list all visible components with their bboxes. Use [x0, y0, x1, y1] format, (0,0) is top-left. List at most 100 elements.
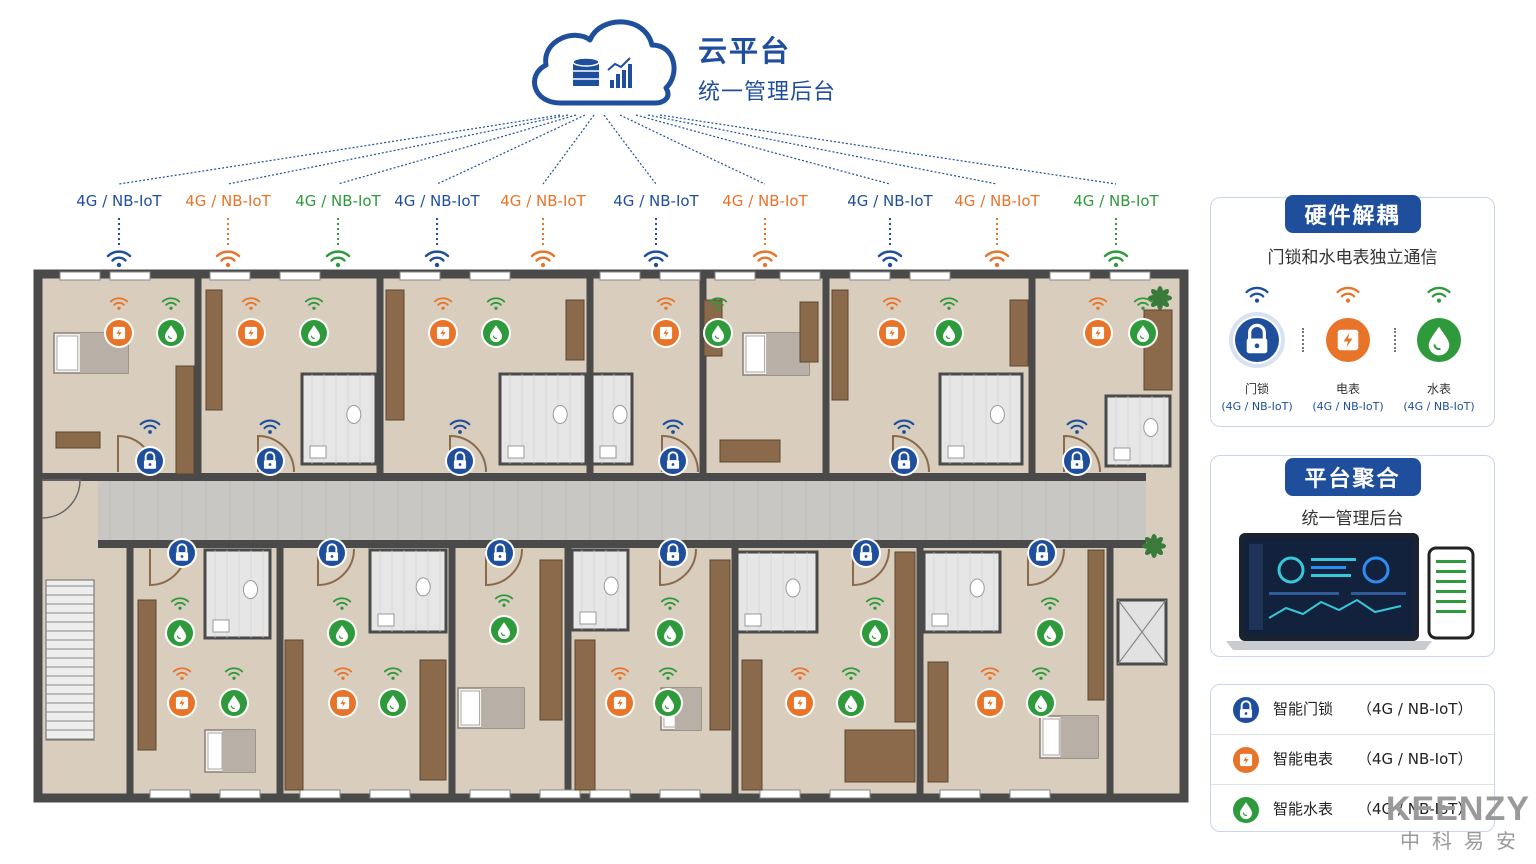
furniture	[175, 365, 195, 475]
wifi-signal-icon	[1066, 419, 1088, 434]
cloud-icon	[532, 19, 677, 106]
power-meter-icon	[167, 688, 197, 718]
window	[209, 271, 251, 281]
door	[892, 434, 930, 473]
bathroom	[570, 548, 630, 632]
window	[399, 271, 441, 281]
door	[1063, 434, 1101, 473]
device-protocol: (4G / NB-IoT)	[1312, 400, 1384, 413]
protocol-label: 4G / NB-IoT	[847, 192, 933, 210]
door	[485, 548, 523, 587]
lock-icon	[485, 538, 515, 568]
window	[109, 271, 151, 281]
wifi-signal-icon	[882, 297, 902, 310]
power-meter-icon	[1231, 745, 1261, 775]
power-meter-icon	[975, 688, 1005, 718]
window	[469, 789, 511, 799]
entrance-door	[41, 479, 81, 519]
door	[317, 548, 355, 587]
wifi-signal-icon	[662, 419, 684, 434]
device-label: 水表	[1426, 382, 1451, 396]
lock-icon	[255, 446, 285, 476]
wifi-signal-icon	[433, 297, 453, 310]
wifi-signal-icon	[610, 667, 630, 680]
furniture	[205, 289, 223, 411]
protocol-label: 4G / NB-IoT	[722, 192, 808, 210]
wifi-signal-icon	[660, 597, 680, 610]
power-meter-icon	[236, 318, 266, 348]
furniture	[55, 431, 101, 449]
wifi-signal-icon	[1427, 286, 1451, 303]
water-drop-icon	[703, 318, 733, 348]
legend-panel: 智能门锁（4G / NB-IoT）智能电表（4G / NB-IoT）智能水表（4…	[1210, 684, 1495, 832]
power-meter-icon	[605, 688, 635, 718]
window	[599, 271, 641, 281]
water-drop-icon	[156, 318, 186, 348]
door	[1027, 548, 1065, 587]
power-meter-icon	[785, 688, 815, 718]
bed	[1039, 715, 1099, 759]
wifi-signal-icon	[841, 667, 861, 680]
lock-icon	[889, 446, 919, 476]
uplink-line	[118, 114, 561, 185]
wifi-signal-icon	[172, 667, 192, 680]
wifi-signal-icon	[170, 597, 190, 610]
protocol-label: 4G / NB-IoT	[613, 192, 699, 210]
window	[759, 789, 801, 799]
window	[299, 789, 341, 799]
furniture	[1087, 549, 1105, 701]
wifi-signal-icon	[449, 419, 471, 434]
water-drop-icon	[327, 618, 357, 648]
window	[829, 789, 871, 799]
wifi-signal-icon	[1103, 250, 1129, 268]
wifi-signal-icon	[215, 250, 241, 268]
legend-protocol: （4G / NB-IoT）	[1357, 800, 1473, 818]
wifi-signal-icon	[224, 667, 244, 680]
lock-icon	[167, 538, 197, 568]
water-drop-icon	[378, 688, 408, 718]
uplink-line	[647, 114, 998, 185]
wifi-signal-icon	[259, 419, 281, 434]
bed	[457, 687, 525, 729]
bed	[53, 332, 129, 374]
uplink-line	[337, 114, 577, 185]
bathroom	[590, 372, 634, 466]
power-meter-icon	[1324, 316, 1372, 364]
wifi-signal-icon	[1031, 667, 1051, 680]
lock-icon	[1229, 286, 1285, 368]
cloud-title: 云平台	[698, 34, 792, 68]
window	[909, 271, 951, 281]
device-separator	[1302, 328, 1304, 352]
door	[852, 548, 890, 587]
building-floor-plan	[33, 269, 1189, 803]
water-drop-icon	[655, 618, 685, 648]
wifi-signal-icon	[708, 297, 728, 310]
furniture	[741, 659, 763, 791]
wifi-signal-icon	[1040, 597, 1060, 610]
legend-name: 智能电表	[1273, 750, 1334, 768]
wifi-signal-icon	[530, 250, 556, 268]
bed	[742, 332, 810, 376]
staircase	[45, 579, 95, 741]
wifi-signal-icon	[333, 667, 353, 680]
water-drop-icon	[836, 688, 866, 718]
bathroom	[300, 372, 378, 466]
legend-row-water: 智能水表（4G / NB-IoT）	[1211, 785, 1494, 835]
protocol-label: 4G / NB-IoT	[76, 192, 162, 210]
lock-icon	[445, 446, 475, 476]
bathroom	[1104, 394, 1172, 468]
door	[659, 548, 697, 587]
uplink-line	[436, 114, 586, 185]
window	[1009, 789, 1051, 799]
protocol-label: 4G / NB-IoT	[394, 192, 480, 210]
wifi-signal-icon	[865, 597, 885, 610]
wifi-signal-icon	[383, 667, 403, 680]
window	[369, 789, 411, 799]
furniture	[385, 289, 405, 421]
wifi-signal-icon	[241, 297, 261, 310]
door	[661, 434, 699, 473]
device-label: 电表	[1335, 382, 1360, 396]
furniture	[719, 439, 781, 463]
lock-icon	[1027, 538, 1057, 568]
wifi-signal-icon	[106, 250, 132, 268]
